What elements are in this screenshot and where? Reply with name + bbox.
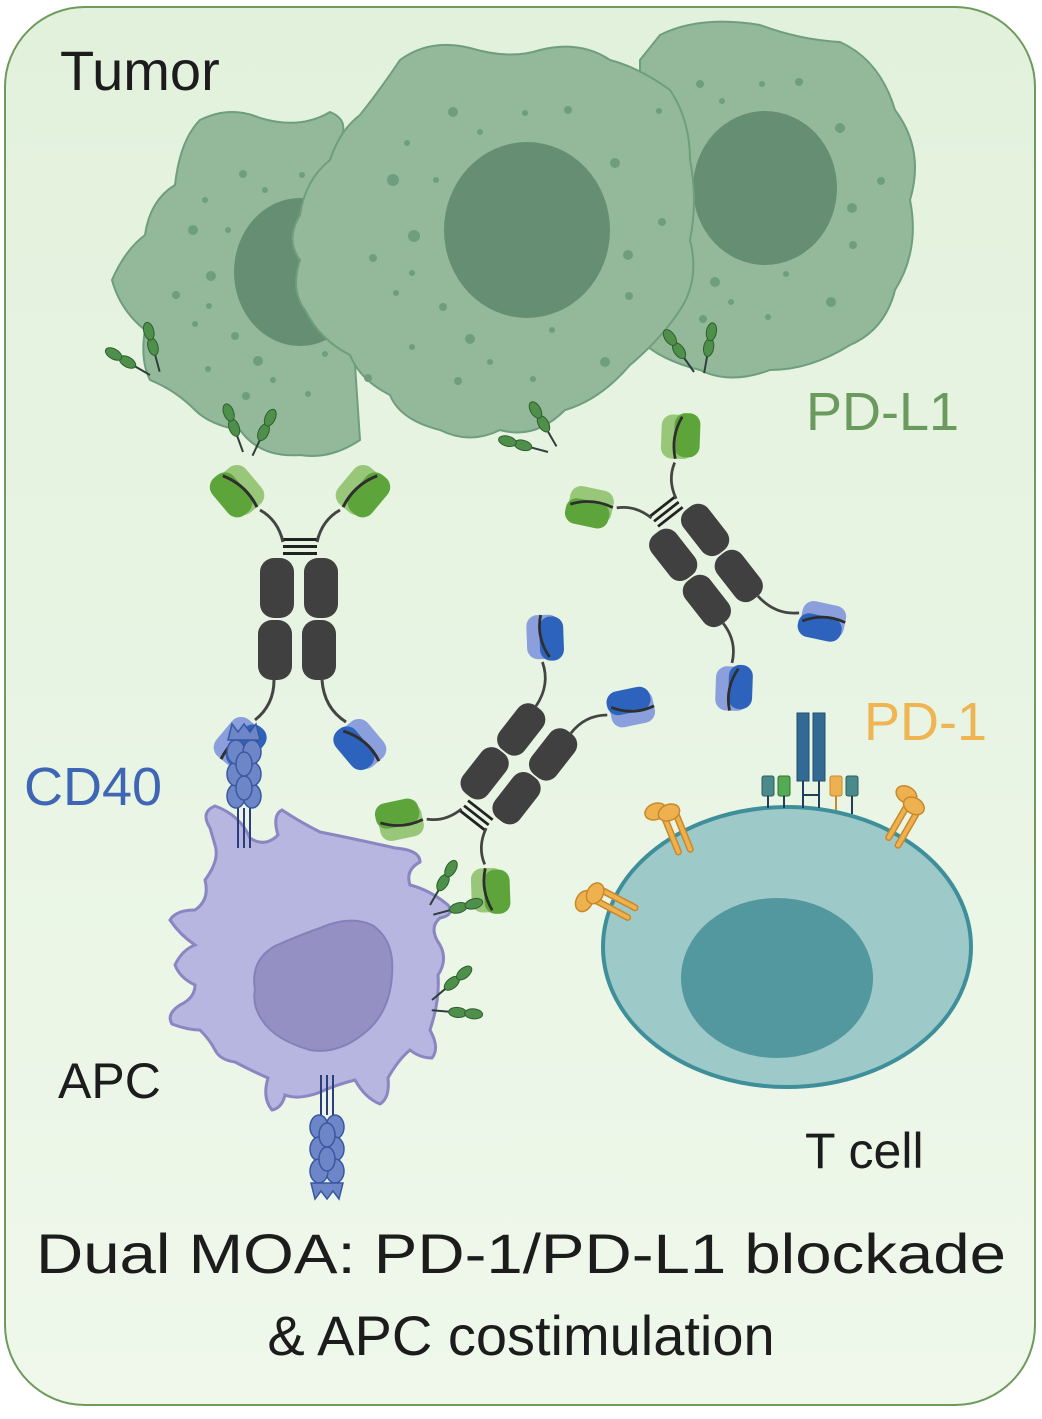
caption-line-2: & APC costimulation (267, 1304, 774, 1367)
tumor-cell-icon (110, 20, 916, 457)
antigen-presenting-cell-icon (168, 804, 452, 1112)
pd-l1-label: PD-L1 (806, 382, 959, 442)
tumor-nucleus (693, 111, 837, 265)
tcr-complex-icon (761, 712, 859, 814)
tumor-label: Tumor (60, 39, 220, 102)
apc-label: APC (58, 1053, 161, 1109)
tcell-nucleus (681, 898, 873, 1058)
t-cell-icon (601, 805, 973, 1089)
cd40-label: CD40 (24, 757, 162, 817)
pd-1-label: PD-1 (864, 692, 987, 752)
tumor-nucleus (444, 142, 610, 318)
t-cell-label: T cell (805, 1123, 924, 1179)
caption-line-1: Dual MOA: PD-1/PD-L1 blockade (36, 1222, 1006, 1285)
apc-nucleus (253, 919, 394, 1052)
